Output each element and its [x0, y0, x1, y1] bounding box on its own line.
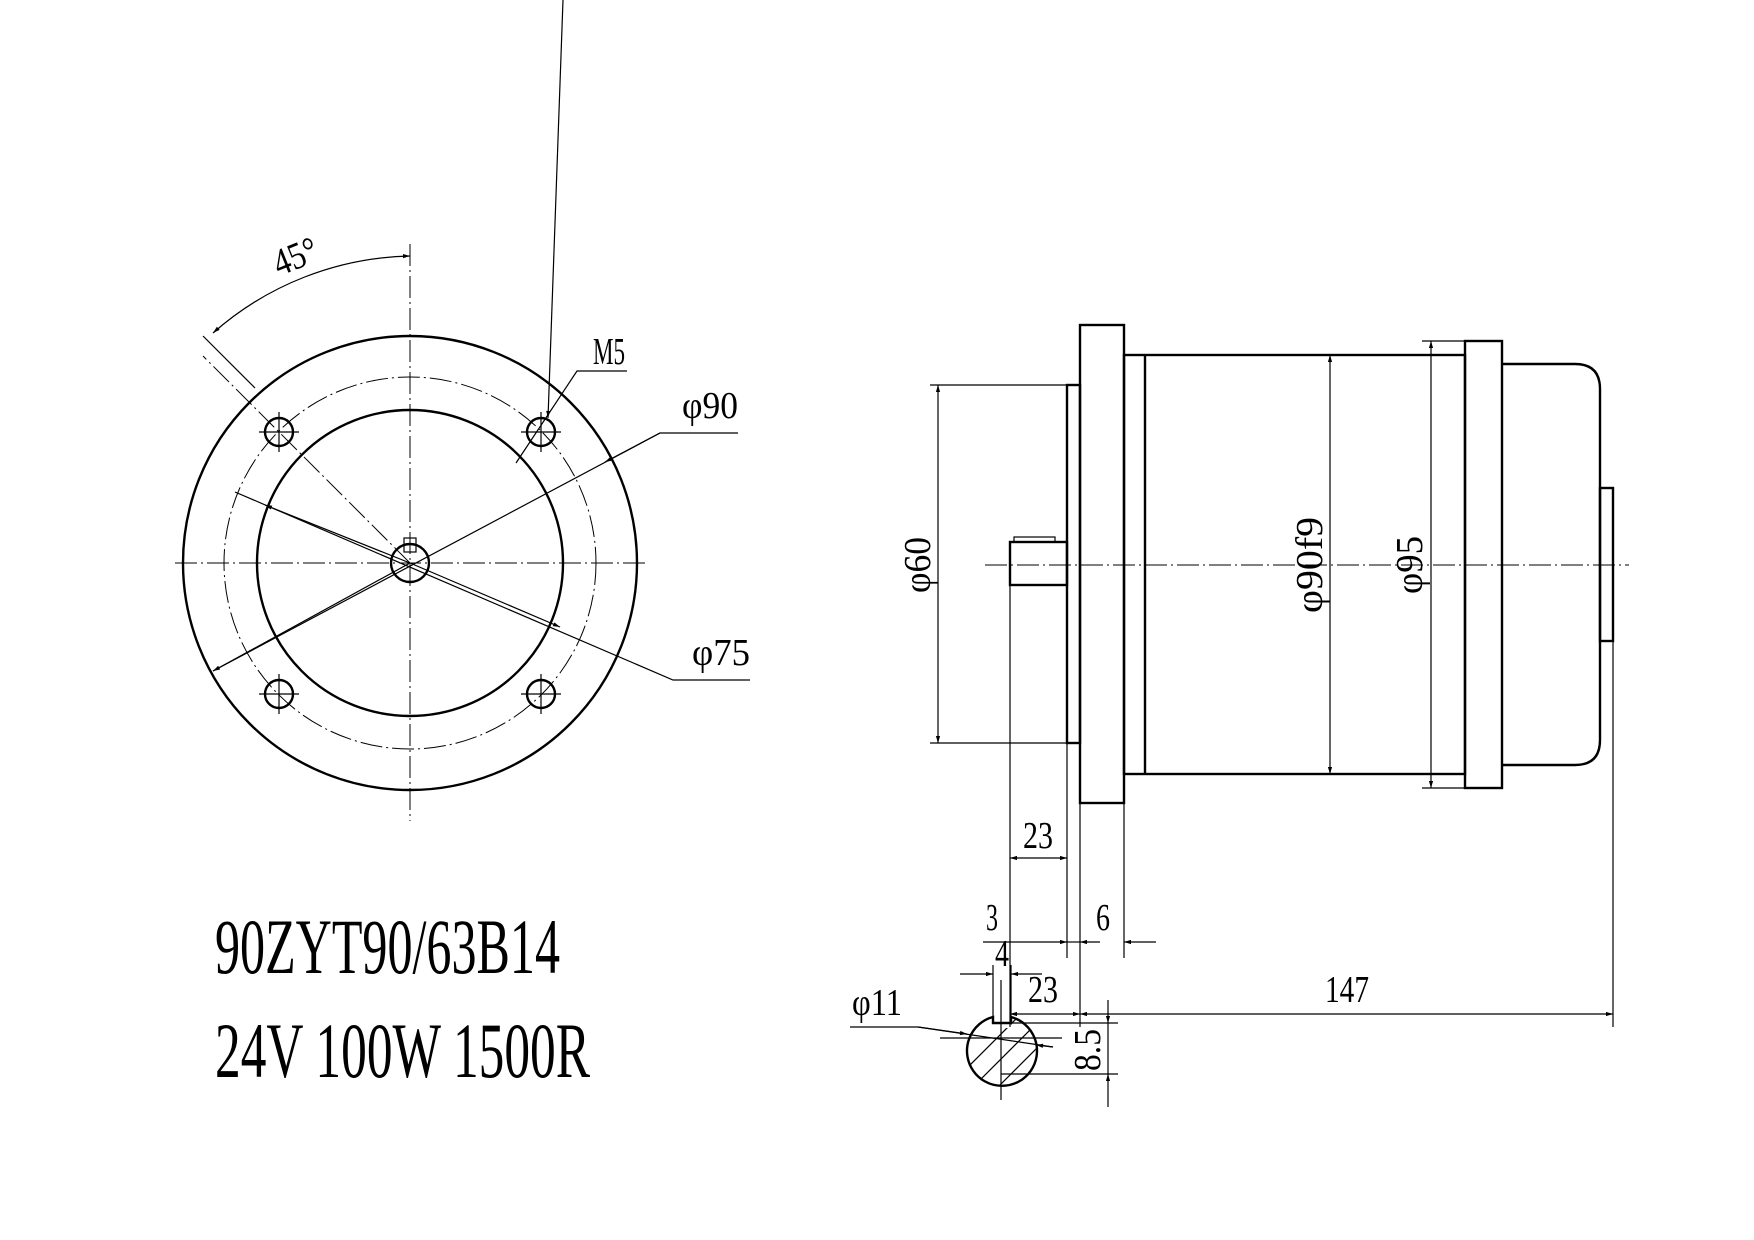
spec-line: 24V 100W 1500R: [215, 1007, 590, 1094]
key-width-label: 4: [995, 933, 1009, 975]
shaft-key: [1013, 536, 1056, 543]
angle-dimension-arc: [212, 254, 411, 334]
rear-flange: [1463, 339, 1504, 790]
front-flange: [1078, 323, 1126, 805]
flange-thk-label: 6: [1096, 897, 1110, 939]
bolt-holes: [259, 412, 561, 714]
key-depth-label: 8.5: [1067, 1029, 1109, 1071]
shaft-len2-label: 23: [1028, 969, 1058, 1011]
pilot-circle: [255, 408, 565, 718]
side-view: φ60 φ90f9 φ95 23 3 6 23 147: [897, 323, 1629, 1027]
outer-flange-circle: [181, 334, 639, 792]
hole-diagonal: [202, 355, 411, 564]
body-len-label: 147: [1325, 969, 1369, 1011]
phi90-leader: [212, 432, 738, 672]
front-view: 45° M5 φ90 φ75: [175, 0, 750, 821]
shaft-section: 4 φ11 8.5: [850, 933, 1118, 1107]
rear-stub: [1598, 486, 1615, 643]
shaft-circle: [389, 542, 431, 584]
pilot-len-label: 3: [986, 897, 998, 939]
flange-dia-label: φ95: [1389, 536, 1431, 594]
angle-label: 45°: [267, 229, 324, 285]
pilot-label: φ75: [692, 632, 750, 674]
phi75-leader: [234, 491, 750, 681]
thread-label: M5: [593, 331, 625, 373]
model-title: 90ZYT90/63B14: [215, 903, 560, 990]
shaft-len-label: 23: [1023, 815, 1053, 857]
pilot-dia-label: φ60: [897, 537, 939, 593]
extension-line: [202, 335, 256, 389]
bolt-circle-label: φ90: [682, 385, 738, 427]
m5-leader: [515, 370, 627, 464]
bolt-circle: [223, 376, 597, 750]
body-dia-label: φ90f9: [1289, 517, 1331, 613]
shaft-dia-label: φ11: [852, 982, 902, 1024]
pilot-spigot: [1065, 383, 1082, 745]
key: [403, 537, 417, 553]
shaft-section-outline: [965, 1015, 1039, 1087]
shaft: [1008, 540, 1069, 587]
